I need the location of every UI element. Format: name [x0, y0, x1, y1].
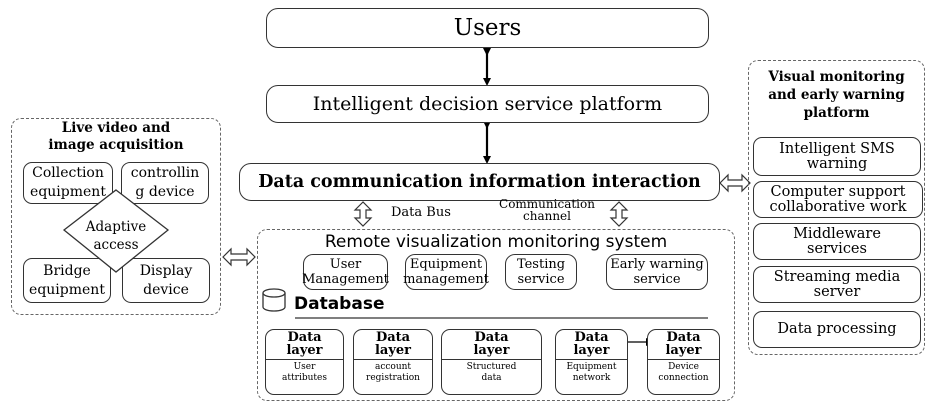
layer-title: layer: [473, 343, 510, 358]
service-equipment-line1: Equipment: [409, 257, 483, 272]
decision-platform-label: Intelligent decision service platform: [312, 93, 663, 115]
service-testing-line1: Testing: [516, 257, 566, 272]
display-device-box: Display device: [122, 258, 210, 303]
service-user-management: User Management: [302, 254, 389, 290]
layer-title: Data: [375, 330, 411, 345]
visual-monitoring-title-line2: and early warning: [768, 87, 905, 103]
data-bus-label: Data Bus: [391, 205, 451, 220]
channel-hollow-arrow: [609, 201, 629, 227]
right-hollow-arrow: [719, 173, 751, 193]
users-box: Users: [266, 8, 709, 48]
cscw-line2: collaborative work: [769, 198, 907, 215]
comm-interaction-label: Data communication information interacti…: [258, 172, 701, 192]
layer-sub: Device: [668, 362, 699, 372]
controlling-line1: controllin: [130, 165, 200, 181]
databus-hollow-arrow: [353, 201, 373, 227]
adaptive-access-label: Adaptive access: [70, 218, 162, 254]
middleware-line2: services: [807, 240, 867, 257]
visual-monitoring-title-line3: platform: [803, 105, 870, 121]
collection-line2: equipment: [30, 184, 106, 200]
users-label: Users: [453, 15, 522, 41]
service-equipment-line2: management: [403, 272, 489, 287]
comm-channel-line1: Communication: [499, 197, 595, 211]
comm-channel-label: Communication channel: [492, 198, 602, 222]
layer-title: layer: [665, 343, 702, 358]
decision-platform-box: Intelligent decision service platform: [266, 85, 709, 123]
data-processing-box: Data processing: [753, 311, 921, 348]
intelligent-sms-warning-box: Intelligent SMS warning: [753, 137, 921, 176]
layer-sub: User: [293, 362, 316, 372]
display-line1: Display: [139, 262, 193, 279]
remote-visualization-panel: [257, 229, 735, 401]
controlling-device-box: controllin g device: [121, 162, 209, 204]
cscw-line1: Computer support: [770, 183, 906, 200]
layer-sub: Equipment: [566, 362, 617, 372]
streaming-media-server-box: Streaming media server: [753, 266, 921, 303]
adaptive-line1: Adaptive: [85, 219, 147, 235]
sms-line2: warning: [806, 155, 868, 172]
adaptive-line2: access: [93, 237, 139, 253]
layer-title: layer: [573, 343, 610, 358]
service-testing-line2: service: [517, 272, 565, 287]
comm-channel-line2: channel: [523, 209, 571, 223]
sms-line1: Intelligent SMS: [779, 140, 895, 157]
layer-title: layer: [286, 343, 323, 358]
left-hollow-arrow: [222, 247, 256, 267]
data-processing-line1: Data processing: [777, 321, 897, 337]
layer-title: layer: [374, 343, 412, 358]
service-early-warning: Early warning service: [606, 254, 708, 290]
middleware-line1: Middleware: [793, 225, 881, 242]
service-equipment-management: Equipment management: [403, 254, 489, 290]
database-icon: [262, 288, 286, 312]
live-video-title-line1: Live video and: [61, 120, 171, 136]
database-title: Database: [294, 294, 385, 314]
layer-title: Data: [666, 330, 701, 345]
remote-visualization-title: Remote visualization monitoring system: [324, 232, 668, 252]
bridge-line2: equipment: [29, 281, 105, 298]
live-video-title-line2: image acquisition: [48, 137, 184, 153]
layer-sub: network: [572, 373, 611, 383]
collection-equipment-box: Collection equipment: [23, 162, 113, 204]
controlling-line2: g device: [135, 184, 195, 200]
streaming-line1: Streaming media: [773, 268, 901, 285]
bridge-line1: Bridge: [43, 262, 91, 279]
layer-title: Data: [574, 330, 609, 345]
visual-monitoring-panel: [748, 60, 925, 355]
service-early-warning-line2: service: [633, 272, 681, 287]
layer-sub: Structured: [466, 362, 517, 372]
layer-sub: registration: [366, 373, 420, 383]
layer-sub: attributes: [282, 373, 327, 383]
live-video-panel: [11, 118, 221, 315]
layer-title: Data: [287, 330, 322, 345]
layer-sub: account: [374, 362, 412, 372]
service-user-line2: Management: [302, 272, 389, 287]
display-line2: device: [143, 281, 189, 298]
service-early-warning-line1: Early warning: [610, 257, 704, 272]
layer-sub: data: [481, 373, 502, 383]
visual-monitoring-title: Visual monitoring and early warning plat…: [748, 68, 925, 122]
bridge-equipment-box: Bridge equipment: [23, 258, 111, 303]
layer-title: Data: [474, 330, 509, 345]
live-video-title: Live video and image acquisition: [11, 120, 221, 154]
service-user-line1: User: [329, 257, 362, 272]
computer-support-box: Computer support collaborative work: [753, 181, 923, 218]
comm-interaction-box: Data communication information interacti…: [239, 163, 720, 201]
middleware-services-box: Middleware services: [753, 223, 921, 260]
visual-monitoring-title-line1: Visual monitoring: [768, 69, 905, 85]
collection-line1: Collection: [32, 165, 104, 181]
streaming-line2: server: [813, 283, 861, 300]
service-testing: Testing service: [505, 254, 577, 290]
layer-sub: connection: [658, 373, 709, 383]
